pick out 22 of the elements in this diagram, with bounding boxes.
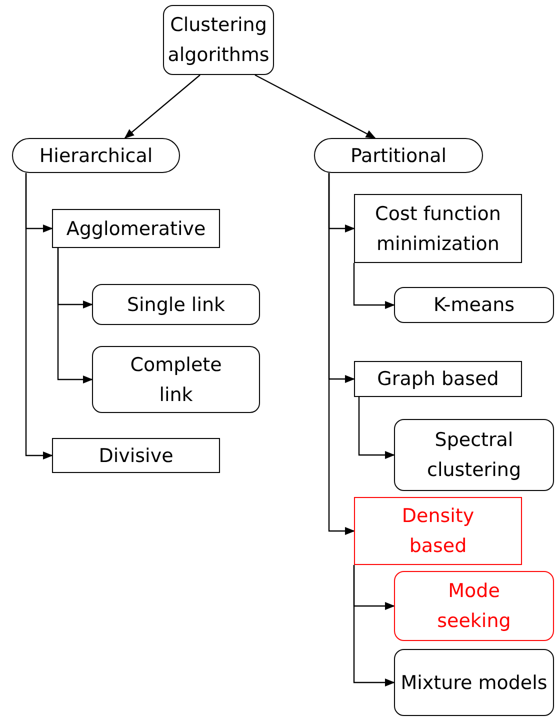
category-box: Agglomerative xyxy=(52,209,220,248)
arrow xyxy=(358,397,395,459)
arrow xyxy=(353,263,395,309)
category-box: K-means xyxy=(394,287,554,323)
category-box: Cost function minimization xyxy=(354,194,522,263)
arrow xyxy=(353,565,395,686)
category-box: Mode seeking xyxy=(394,571,554,641)
category-box: Single link xyxy=(92,284,260,325)
category-box: Mixture models xyxy=(394,649,554,716)
category-box: Partitional xyxy=(314,138,483,173)
category-box: Hierarchical xyxy=(12,138,180,173)
arrow xyxy=(25,173,53,460)
category-box: Divisive xyxy=(52,438,220,473)
category-box: Complete link xyxy=(92,346,260,413)
category-box: Clustering algorithms xyxy=(163,5,274,75)
arrow xyxy=(57,248,93,384)
category-box: Graph based xyxy=(354,361,522,397)
category-box: Density based xyxy=(354,497,522,565)
category-box: Spectral clustering xyxy=(394,419,554,491)
arrow xyxy=(124,74,200,139)
arrow xyxy=(254,74,376,139)
arrow xyxy=(328,173,355,535)
